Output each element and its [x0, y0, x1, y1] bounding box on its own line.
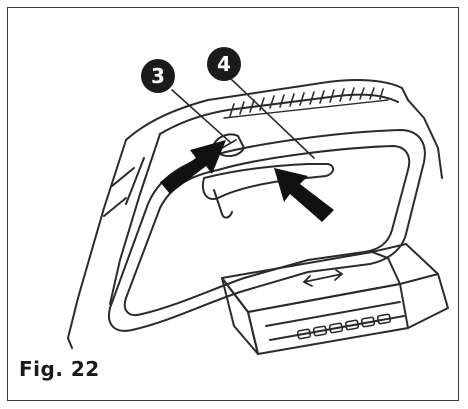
tool-illustration: 3 4: [67, 47, 449, 355]
battery-pack-top: [221, 251, 401, 313]
callout-label-3: 3: [151, 64, 165, 88]
double-arrow-icon: [303, 269, 343, 287]
housing-top-contour: [125, 79, 409, 141]
callout-badge-4: 4: [207, 47, 241, 81]
figure-caption: Fig. 22: [19, 357, 100, 381]
handle-opening-inner: [123, 145, 411, 316]
body-left-bevel: [103, 167, 135, 217]
push-arrow-icon-right: [274, 168, 334, 222]
body-left-edge-inner: [109, 133, 161, 305]
handle-opening-outer: [108, 129, 426, 332]
battery-grip-ridges: [296, 313, 392, 340]
callout-badge-3: 3: [141, 59, 175, 93]
body-left-edge-mid: [125, 157, 145, 205]
callout-4-leader: [229, 77, 315, 159]
figure-frame: 3 4 Fig. 22: [7, 7, 459, 401]
grip-lower-contour: [67, 99, 443, 349]
push-arrow-icon-left: [160, 140, 226, 194]
housing-top-inner: [159, 93, 399, 135]
trigger-switch: [202, 163, 334, 200]
callout-label-4: 4: [217, 52, 231, 76]
battery-pack-side: [221, 277, 259, 355]
vent-slots: [223, 87, 389, 119]
body-left-edge: [67, 139, 127, 339]
callout-3-leader: [171, 89, 231, 143]
lock-off-latch: [213, 133, 245, 157]
